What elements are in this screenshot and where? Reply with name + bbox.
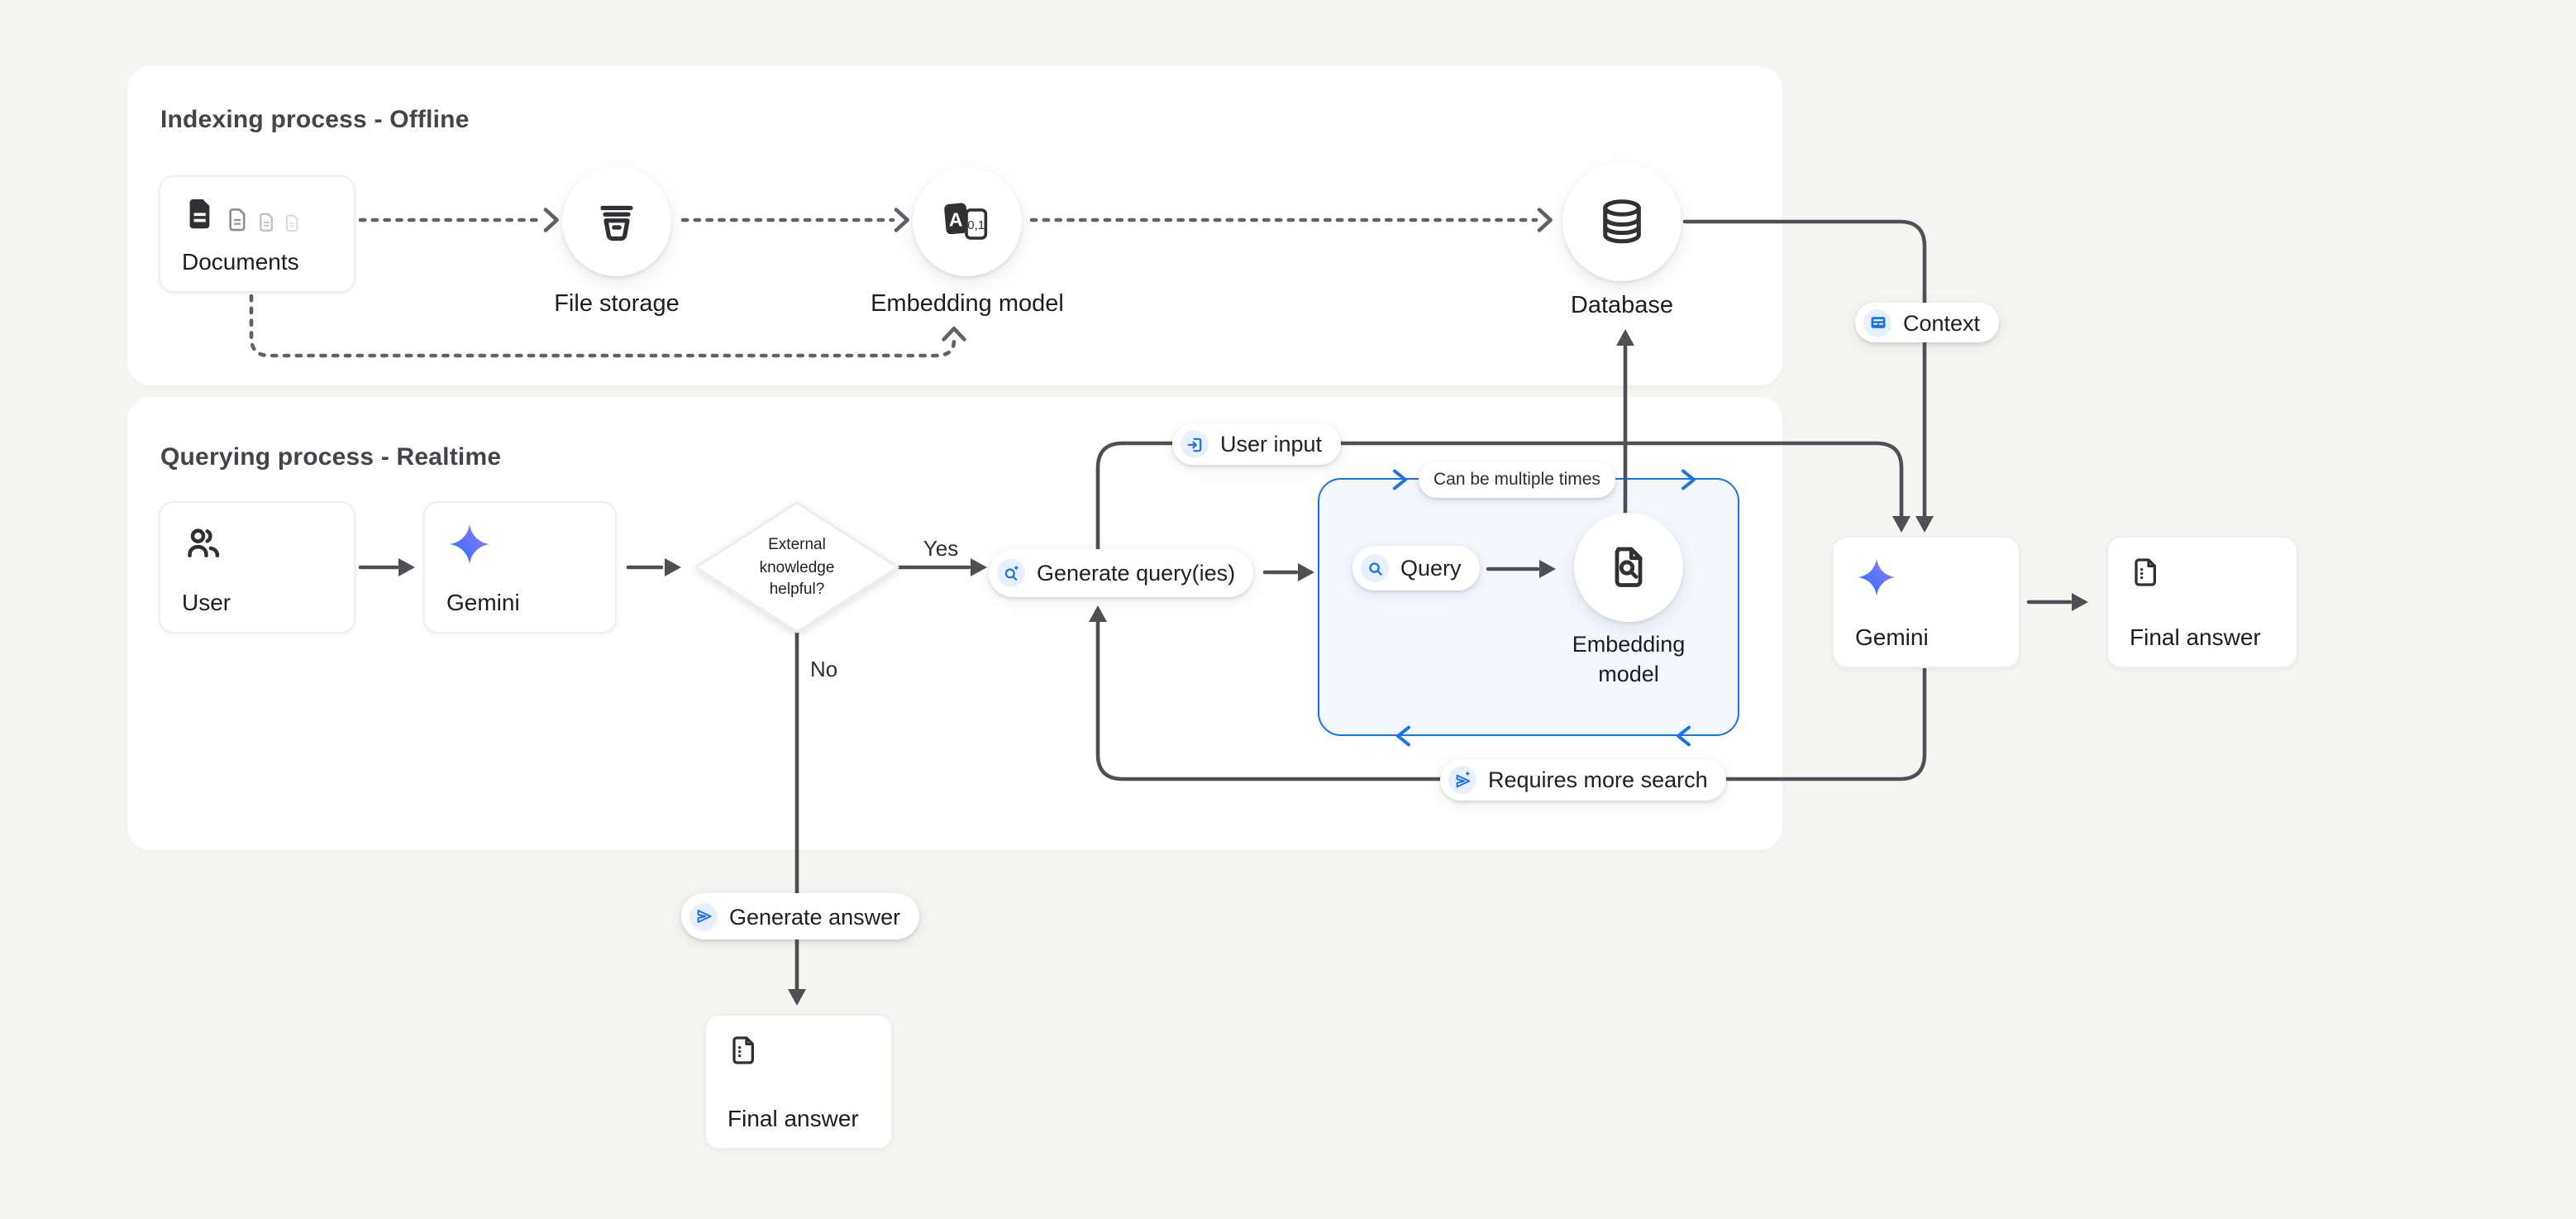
requires-more-search-pill: Requires more search [1440,759,1726,801]
decision-diamond [694,501,899,633]
file-storage-label: File storage [554,291,680,318]
documents-icon [182,195,332,233]
context-pill: Context [1855,303,1999,342]
query-label: Query [1400,556,1462,581]
user-input-label: User input [1220,432,1323,457]
generate-queries-label: Generate query(ies) [1037,561,1236,586]
send-icon [689,902,718,930]
embedding-model-querying-node [1574,513,1683,622]
file-storage-node [562,167,671,276]
querying-panel-title: Querying process - Realtime [160,443,502,471]
embedding-model-querying-label: Embedding model [1572,632,1686,686]
embedding-model-label: Embedding model [871,291,1064,318]
generate-answer-pill: Generate answer [681,893,919,939]
generate-answer-label: Generate answer [729,904,901,929]
can-be-multiple-times-pill: Can be multiple times [1419,461,1615,498]
final-answer-no-branch-card: Final answer [704,1014,893,1150]
retrieval-loop-box [1318,478,1739,736]
final-answer-doc-icon [2135,558,2156,586]
gemini-final-icon [1858,558,1896,596]
decision-text: External knowledge helpful? [759,536,835,599]
final-answer-doc-icon [732,1036,754,1064]
user-input-icon [1181,430,1209,458]
yes-edge-label: Yes [923,536,959,561]
no-edge-label: No [810,657,838,681]
embedding-model-icon: A 0,1 [944,203,988,240]
final-answer-card: Final answer [2106,536,2298,668]
gemini-final-label: Gemini [1855,624,1929,650]
can-be-multiple-times-label: Can be multiple times [1433,470,1600,490]
embedding-model-node: A 0,1 [913,167,1022,276]
svg-text:A: A [949,208,963,230]
database-label: Database [1570,293,1674,319]
database-icon [1603,199,1641,244]
database-node [1562,162,1682,281]
storage-bucket-icon [600,205,633,241]
indexing-panel-title: Indexing process - Offline [160,106,470,134]
context-icon [1863,308,1891,337]
gemini-final-card: Gemini [1832,536,2020,668]
gemini-card: Gemini [423,501,617,633]
final-answer-label: Final answer [2130,624,2261,650]
search-spark-icon [997,559,1025,587]
gemini-icon [449,523,490,565]
user-label: User [182,589,231,615]
requires-more-search-label: Requires more search [1488,767,1708,792]
user-card: User [159,501,355,633]
final-answer-no-branch-label: Final answer [727,1105,859,1131]
documents-label: Documents [182,248,299,275]
svg-text:0,1: 0,1 [967,218,985,232]
generate-queries-pill: Generate query(ies) [989,549,1254,597]
query-search-icon [1361,554,1389,582]
user-icon [188,528,220,558]
user-input-pill: User input [1172,423,1341,465]
documents-card: Documents [159,175,355,293]
context-label: Context [1903,310,1981,335]
send-spark-icon [1448,766,1476,794]
query-pill: Query [1352,546,1480,590]
gemini-label: Gemini [446,589,520,615]
document-search-icon [1615,547,1643,587]
